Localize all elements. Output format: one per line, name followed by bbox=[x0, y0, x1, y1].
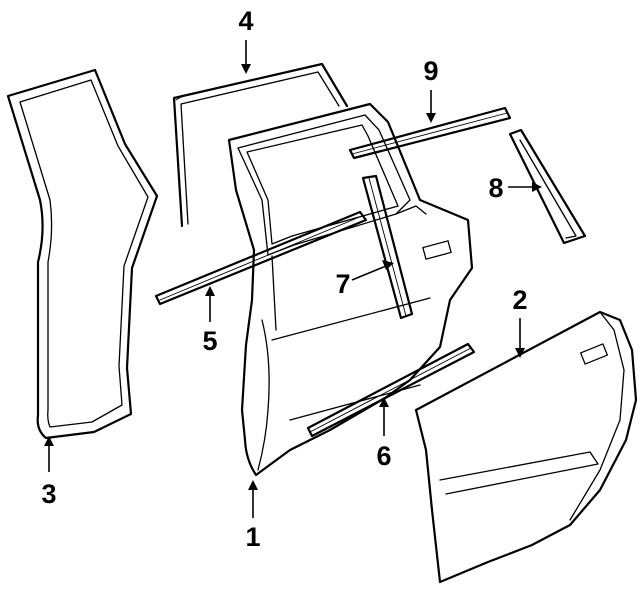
callout-5: 5 bbox=[202, 326, 217, 356]
callout-4: 4 bbox=[238, 6, 253, 36]
callout-2: 2 bbox=[512, 285, 527, 315]
part-6-side-molding bbox=[306, 342, 476, 438]
part-5-belt-molding bbox=[154, 210, 368, 306]
callout-1: 1 bbox=[245, 522, 260, 552]
part-2-outer-skin bbox=[414, 310, 638, 584]
part-3-weatherstrip bbox=[6, 68, 159, 440]
callout-labels: 4 9 8 7 5 2 6 3 1 bbox=[41, 6, 527, 552]
part-9-upper-molding bbox=[348, 106, 512, 160]
callout-9: 9 bbox=[423, 56, 438, 86]
leader-lines bbox=[44, 40, 542, 518]
part-8-vent-trim bbox=[508, 128, 587, 245]
callout-6: 6 bbox=[376, 441, 391, 471]
part-4-run-channel bbox=[172, 62, 349, 228]
part-7-center-pillar bbox=[361, 174, 414, 320]
part-1-door-shell bbox=[227, 102, 474, 477]
callout-3: 3 bbox=[41, 479, 56, 509]
callout-8: 8 bbox=[488, 173, 503, 203]
callout-7: 7 bbox=[335, 269, 350, 299]
